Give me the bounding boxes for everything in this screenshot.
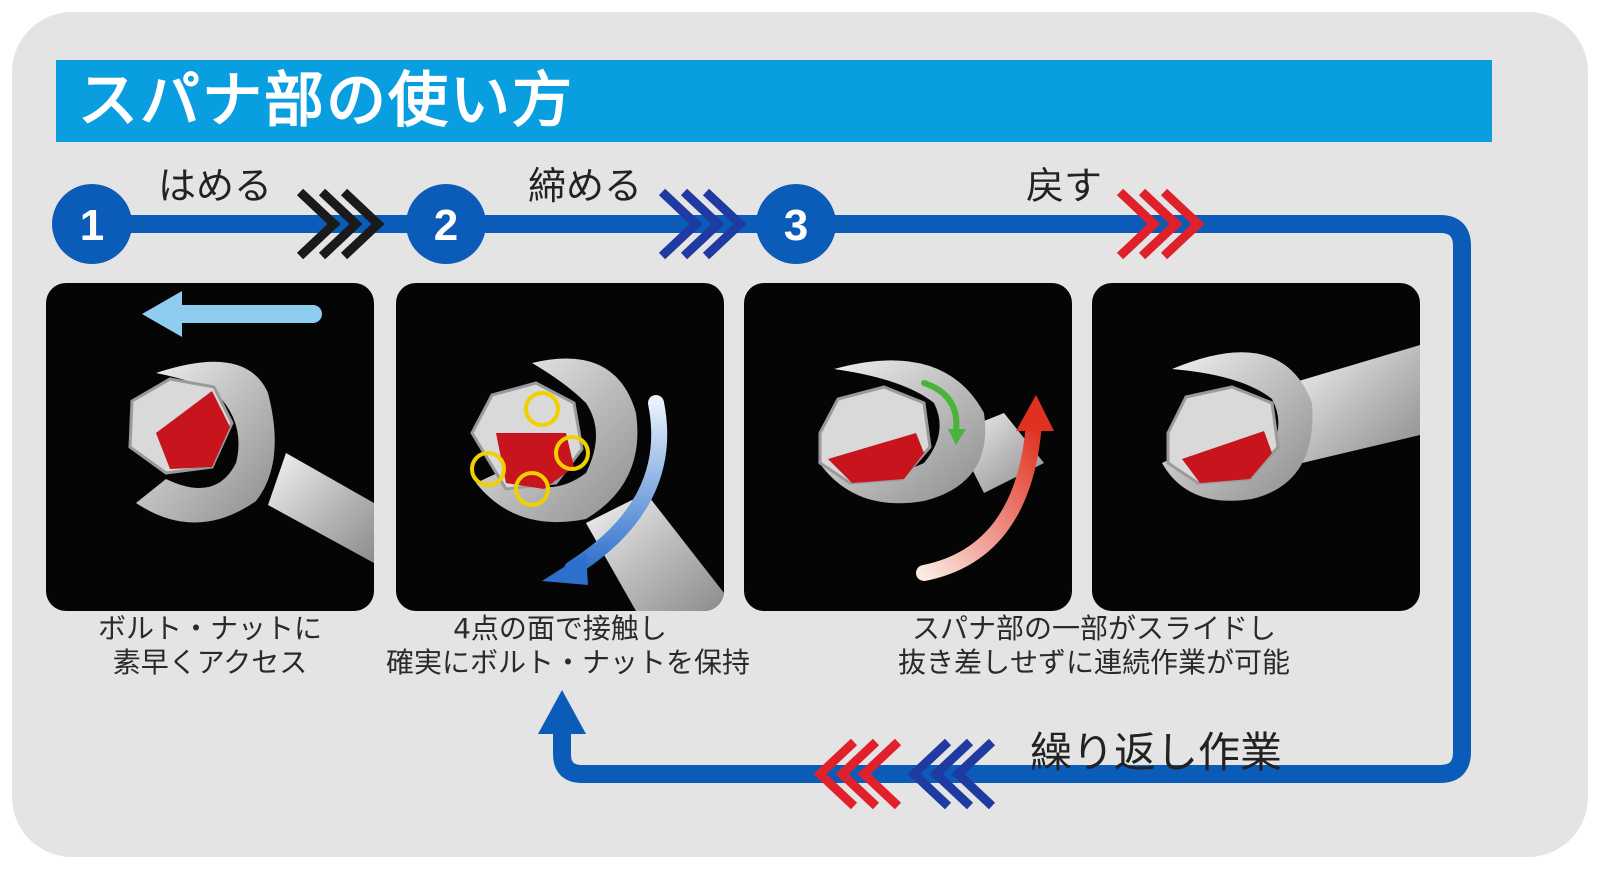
arrow-left-icon bbox=[142, 291, 322, 337]
panel-return bbox=[744, 283, 1072, 611]
slide-arrow-icon bbox=[921, 380, 966, 445]
caption-line: 抜き差しせずに連続作業が可能 bbox=[897, 646, 1290, 679]
nut-icon bbox=[1166, 385, 1280, 485]
caption-line: 確実にボルト・ナットを保持 bbox=[386, 646, 751, 679]
chevron-right-icon bbox=[658, 188, 747, 260]
panel-tighten bbox=[396, 283, 724, 611]
flow-line bbox=[92, 215, 1471, 783]
repeat-label: 繰り返し作業 bbox=[1030, 728, 1283, 777]
contact-point-icon bbox=[470, 391, 590, 507]
chevron-left-icon bbox=[907, 738, 996, 810]
step-number-3: 3 bbox=[784, 201, 808, 250]
step-number-1: 1 bbox=[80, 201, 104, 250]
chevron-right-icon bbox=[296, 188, 385, 260]
step-label-1: はめる bbox=[158, 164, 273, 208]
nut-icon bbox=[128, 377, 234, 475]
panel-reset bbox=[1092, 283, 1420, 611]
curved-arrow-icon bbox=[542, 395, 668, 585]
caption-panel-3: スパナ部の一部がスライドし 抜き差しせずに連続作業が可能 bbox=[884, 612, 1304, 680]
chevron-right-icon bbox=[1116, 188, 1205, 260]
step-number-2: 2 bbox=[434, 201, 458, 250]
caption-line: スパナ部の一部がスライドし bbox=[911, 612, 1276, 645]
nut-icon bbox=[470, 381, 584, 491]
step-circle-2: 2 bbox=[406, 184, 486, 264]
caption-panel-1: ボルト・ナットに 素早くアクセス bbox=[46, 612, 374, 680]
step-label-2: 締める bbox=[528, 164, 643, 208]
step-circle-3: 3 bbox=[756, 184, 836, 264]
title-bar: スパナ部の使い方 bbox=[56, 60, 1492, 142]
step-label-3: 戻す bbox=[1026, 164, 1103, 208]
wrench-icon bbox=[136, 361, 374, 563]
panel-insert bbox=[46, 283, 374, 611]
curved-arrow-icon bbox=[916, 395, 1054, 581]
caption-line: ボルト・ナットに bbox=[97, 612, 322, 645]
nut-icon bbox=[818, 385, 932, 485]
arrow-up-icon bbox=[538, 690, 586, 734]
chevron-left-icon bbox=[813, 738, 902, 810]
page-title: スパナ部の使い方 bbox=[78, 66, 574, 136]
step-circle-1: 1 bbox=[52, 184, 132, 264]
caption-line: 素早くアクセス bbox=[112, 646, 308, 679]
caption-panel-2: 4点の面で接触し 確実にボルト・ナットを保持 bbox=[386, 612, 751, 680]
caption-line: 4点の面で接触し bbox=[453, 612, 667, 645]
